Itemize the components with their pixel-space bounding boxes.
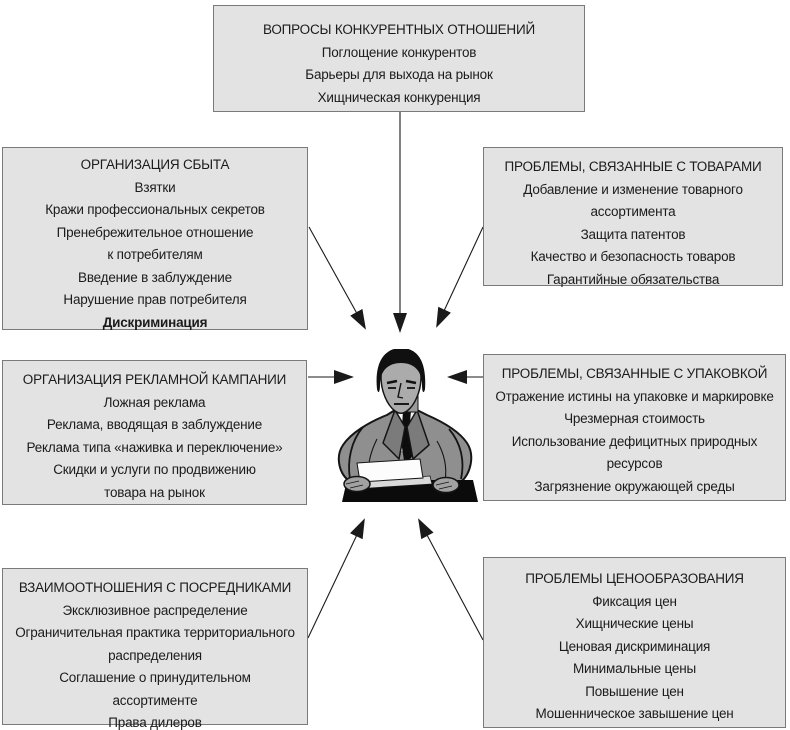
box-item: Хищнические цены	[575, 616, 694, 631]
box-item-bold: Дискриминация	[102, 314, 208, 330]
box-item: Повышение цен	[585, 683, 684, 699]
box-item: Реклама, вводящая в заблуждение	[46, 417, 263, 432]
box-title: ВЗАИМООТНОШЕНИЯ С ПОСРЕДНИКАМИ	[18, 580, 292, 595]
box-item: Барьеры для выхода на рынок	[305, 67, 493, 82]
box-competition-issues: ВОПРОСЫ КОНКУРЕНТНЫХ ОТНОШЕНИЙ Поглощени…	[213, 5, 585, 112]
box-item: Использование дефицитных природных ресур…	[511, 433, 758, 472]
box-item: Кражи профессиональных секретов	[45, 202, 265, 217]
box-title: ОРГАНИЗАЦИЯ РЕКЛАМНОЙ КАМПАНИИ	[22, 372, 287, 387]
box-item: Реклама типа «наживка и переключение»	[26, 439, 283, 455]
box-advertising-campaign: ОРГАНИЗАЦИЯ РЕКЛАМНОЙ КАМПАНИИ Ложная ре…	[2, 360, 307, 505]
box-item: Чрезмерная стоимость	[564, 411, 705, 426]
box-item: Гарантийные обязательства	[546, 271, 720, 287]
box-title: ВОПРОСЫ КОНКУРЕНТНЫХ ОТНОШЕНИЙ	[263, 22, 535, 37]
box-item: Нарушение прав потребителя	[63, 292, 247, 307]
box-intermediary-relations: ВЗАИМООТНОШЕНИЯ С ПОСРЕДНИКАМИ Эксклюзив…	[2, 568, 308, 730]
box-item: Соглашение о принудительном ассортименте	[59, 670, 251, 708]
box-item: Защита патентов	[580, 226, 686, 242]
box-item: Хищническая конкуренция	[317, 89, 481, 105]
box-item: Отражение истины на упаковке и маркировк…	[495, 388, 774, 404]
arrow-products-to-center	[436, 226, 484, 328]
box-item: Добавление и изменение товарного ассорти…	[523, 181, 743, 220]
box-item: Мошенническое завышение цен	[535, 706, 734, 721]
box-title: ПРОБЛЕМЫ, СВЯЗАННЫЕ С ТОВАРАМИ	[504, 159, 762, 174]
box-item: Права дилеров	[108, 715, 202, 730]
box-item: Качество и безопасность товаров	[530, 249, 736, 264]
man-at-typewriter-illustration	[337, 349, 478, 502]
box-item: Скидки и услуги по продвижению товара на…	[53, 462, 256, 500]
arrow-sales-to-center	[308, 226, 366, 330]
box-item: Ограничительная практика территориальног…	[15, 625, 295, 663]
box-item: Введение в заблуждение	[78, 269, 232, 285]
box-product-problems: ПРОБЛЕМЫ, СВЯЗАННЫЕ С ТОВАРАМИ Добавлени…	[483, 147, 783, 287]
box-item: Поглощение конкурентов	[321, 44, 477, 60]
box-item: Загрязнение окружающей среды	[534, 478, 735, 494]
box-item-list: Отражение истины на упаковке и маркировк…	[489, 386, 780, 499]
arrow-intermediaries-to-center	[307, 518, 365, 639]
box-item: Ложная реклама	[103, 394, 206, 410]
box-item: Минимальные цены	[573, 661, 696, 676]
box-item: Фиксация цен	[592, 593, 677, 609]
box-packaging-problems: ПРОБЛЕМЫ, СВЯЗАННЫЕ С УПАКОВКОЙ Отражени…	[483, 354, 786, 501]
box-item: Взятки	[134, 179, 176, 195]
box-title: ПРОБЛЕМЫ, СВЯЗАННЫЕ С УПАКОВКОЙ	[501, 366, 768, 381]
box-item: Эксклюзивное распределение	[62, 602, 248, 618]
box-title: ОРГАНИЗАЦИЯ СБЫТА	[80, 157, 230, 172]
box-item: Ценовая дискриминация	[558, 638, 711, 654]
box-item-list: Добавление и изменение товарного ассорти…	[489, 179, 777, 292]
box-item: Пренебрежительное отношение к потребител…	[56, 224, 254, 263]
box-title: ПРОБЛЕМЫ ЦЕНООБРАЗОВАНИЯ	[525, 571, 744, 586]
arrow-pricing-to-center	[418, 518, 484, 641]
